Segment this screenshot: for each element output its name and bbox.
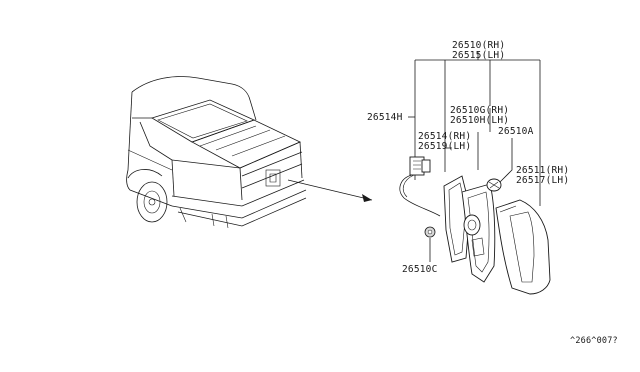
callout-26510-rh: 26510(RH)	[452, 40, 505, 51]
callout-26510a: 26510A	[498, 126, 534, 137]
callout-26519-lh: 26519(LH)	[418, 141, 471, 152]
callout-26511-rh: 26511(RH)	[516, 165, 569, 176]
lamp-housing	[461, 183, 496, 283]
callout-26514h: 26514H	[367, 112, 403, 123]
lamp-lens	[495, 199, 551, 295]
lamp-parts	[399, 156, 551, 295]
callout-26514-rh: 26514(RH)	[418, 131, 471, 142]
callout-26517-lh: 26517(LH)	[516, 175, 569, 186]
callout-26510g-rh: 26510G(RH)	[450, 105, 509, 116]
harness-connector	[399, 156, 441, 217]
callout-26515-lh: 26515(LH)	[452, 50, 505, 61]
diagram-code: ^266^007?	[570, 336, 618, 346]
grommet	[424, 226, 436, 238]
callout-26510h-lh: 26510H(LH)	[450, 115, 509, 126]
callout-26510c: 26510C	[402, 264, 438, 275]
bulb-socket	[486, 178, 502, 192]
car-illustration	[126, 76, 373, 229]
callout-labels: 26510(RH) 26515(LH) 26514H 26510G(RH) 26…	[367, 40, 618, 346]
